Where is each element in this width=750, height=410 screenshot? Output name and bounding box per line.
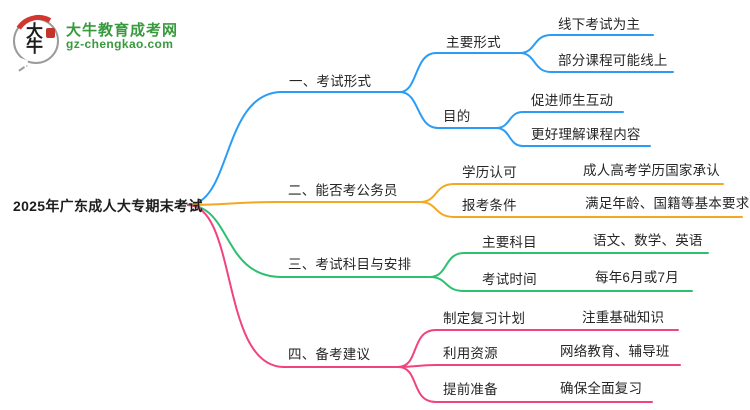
branch-1-leaf-2-label: 部分课程可能线上 (558, 53, 668, 68)
branch-3-leaf-1-label: 语文、数学、英语 (593, 233, 703, 248)
branch-2-sub-2-label: 报考条件 (462, 198, 517, 213)
branch-1-sub-1-link (399, 52, 521, 93)
branch-2-leaf-1-label: 成人高考学历国家承认 (583, 163, 720, 178)
branch-2-main-link (187, 201, 421, 206)
branch-1-leaf-3-label: 促进师生互动 (531, 93, 614, 108)
branch-1-sub-2-label: 目的 (443, 109, 471, 124)
branch-1-sub-1-label: 主要形式 (446, 35, 501, 50)
branch-2-row-1-link (419, 183, 724, 203)
branch-4-sub-2-label: 利用资源 (443, 346, 498, 361)
branch-3-row-1-link (429, 252, 709, 278)
logo-bubble-icon: 大牛 (7, 9, 69, 72)
branch-2-row-2-link (419, 201, 743, 218)
branch-1-main-link (187, 91, 401, 206)
branch-4-main-link (187, 204, 399, 368)
logo-glyph: 大牛 (23, 22, 42, 52)
branch-1-leaf-1-label: 线下考试为主 (558, 17, 641, 32)
branch-4-label: 四、备考建议 (288, 347, 371, 362)
branch-4-row-2-link (397, 364, 681, 368)
branch-1-label: 一、考试形式 (289, 74, 372, 89)
branch-4-leaf-2-label: 网络教育、辅导班 (560, 344, 670, 359)
branch-4-row-1-link (397, 329, 679, 368)
branch-4-sub-1-label: 制定复习计划 (443, 311, 526, 326)
branch-1-leaf-3-link (495, 111, 624, 129)
branch-1-sub-2-link (399, 91, 497, 129)
branch-1-leaf-2-link (519, 52, 674, 73)
branch-1-leaf-4-label: 更好理解课程内容 (531, 127, 641, 142)
site-logo[interactable]: 大牛 大牛教育成考网 gz-chengkao.com (7, 9, 177, 72)
logo-title: 大牛教育成考网 (66, 22, 179, 39)
root-topic: 2025年广东成人大专期末考试 (13, 198, 203, 214)
branch-3-leaf-2-label: 每年6月或7月 (595, 270, 679, 285)
branch-1-leaf-4-link (495, 127, 651, 147)
branch-4-leaf-3-label: 确保全面复习 (560, 381, 643, 396)
branch-4-row-3-link (397, 366, 653, 403)
branch-3-main-link (187, 204, 431, 278)
branch-2-sub-1-label: 学历认可 (462, 165, 517, 180)
branch-4-leaf-1-label: 注重基础知识 (582, 310, 665, 325)
logo-domain: gz-chengkao.com (66, 37, 174, 51)
branch-3-sub-1-label: 主要科目 (482, 235, 537, 250)
branch-1-leaf-1-link (519, 34, 654, 54)
branch-3-row-2-link (429, 276, 693, 292)
branch-4-sub-3-label: 提前准备 (443, 382, 498, 397)
logo-bubble-tail (17, 57, 29, 70)
branch-3-label: 三、考试科目与安排 (288, 257, 412, 272)
branch-3-sub-2-label: 考试时间 (482, 272, 537, 287)
logo-seal-icon (46, 28, 55, 38)
branch-2-leaf-2-label: 满足年龄、国籍等基本要求 (585, 196, 750, 211)
branch-2-label: 二、能否考公务员 (288, 183, 398, 198)
